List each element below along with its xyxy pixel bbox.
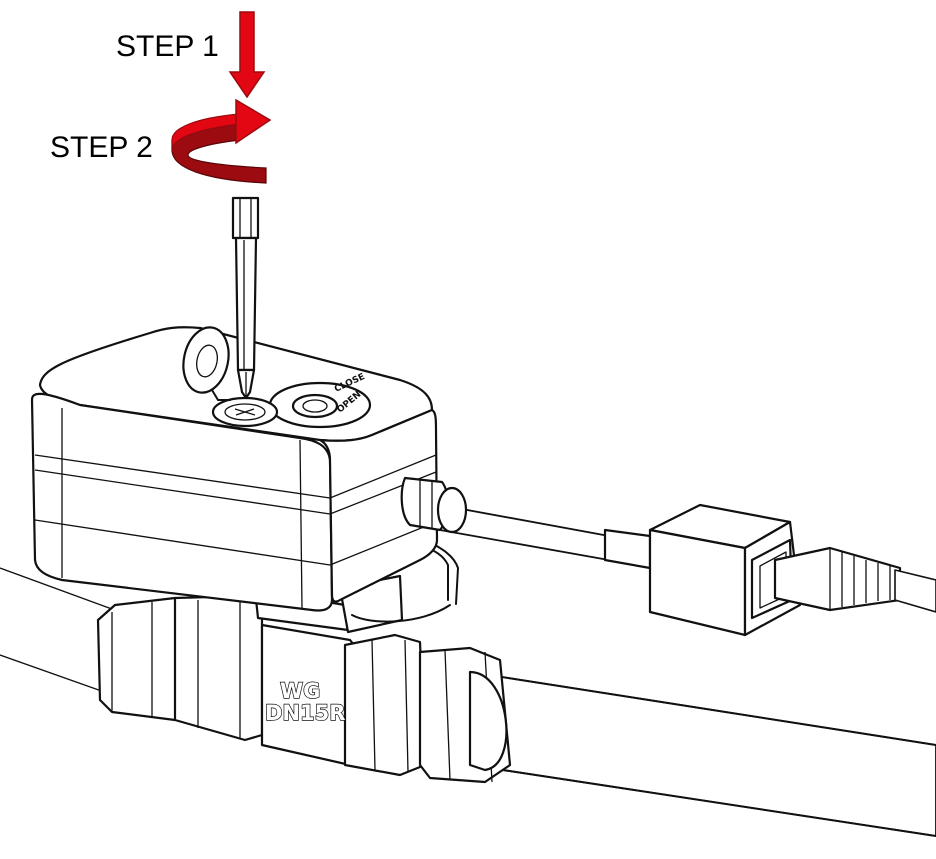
manual-dial: CLOSE OPEN (268, 372, 372, 429)
screwdriver-bit (231, 196, 260, 400)
step1-arrow-icon (228, 11, 266, 99)
pipe (0, 567, 936, 837)
rj45-plug (773, 546, 936, 613)
network-cable (439, 503, 936, 637)
step2-label: STEP 2 (50, 131, 153, 164)
rj45-coupler (648, 503, 802, 637)
ball-valve: WG DN15R (96, 594, 512, 784)
step2-rotate-arrow-icon (171, 98, 272, 184)
step1-label: STEP 1 (116, 30, 219, 63)
valve-brand-text: WG (280, 679, 320, 703)
valve-model-text: DN15R (265, 701, 345, 725)
rubber-cap (182, 326, 231, 401)
actuator-housing (30, 326, 439, 612)
cable-gland (400, 476, 468, 534)
screw-port (211, 396, 279, 428)
